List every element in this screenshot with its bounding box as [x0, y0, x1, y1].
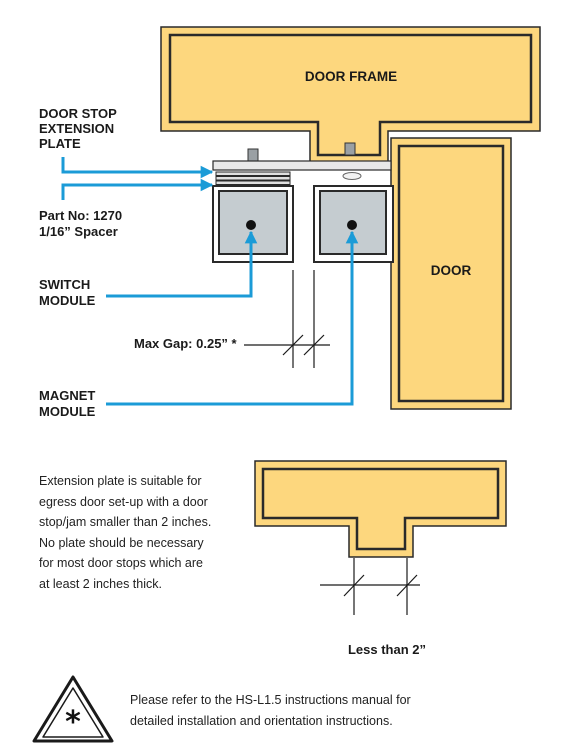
extension-plate: [212, 160, 392, 180]
door: DOOR: [390, 137, 512, 410]
magnet-module-callout: MAGNET MODULE: [39, 230, 359, 419]
spacer-label: Part No: 1270 1/16” Spacer: [39, 208, 126, 239]
description-text: Extension plate is suitable for egress d…: [39, 474, 212, 591]
svg-text:*: *: [65, 705, 81, 740]
switch-module-label: SWITCH MODULE: [39, 277, 96, 308]
instructions-note: Please refer to the HS-L1.5 instructions…: [130, 693, 411, 728]
switch-module-callout: SWITCH MODULE: [39, 230, 258, 308]
max-gap-label: Max Gap: 0.25” *: [134, 336, 238, 351]
spacer-plates: [215, 171, 291, 185]
door-label: DOOR: [431, 263, 472, 278]
asterisk-warning-icon: *: [32, 675, 114, 743]
small-door-frame: [254, 460, 507, 558]
switch-module: [212, 185, 294, 263]
spacer-callout: Part No: 1270 1/16” Spacer: [39, 178, 214, 239]
less-than-label: Less than 2”: [348, 642, 426, 657]
magnet-module-label: MAGNET MODULE: [39, 388, 99, 419]
screw-left: [247, 148, 259, 162]
door-frame-label: DOOR FRAME: [305, 69, 397, 84]
less-than-dimension: Less than 2”: [320, 558, 426, 657]
screw-right: [344, 142, 356, 156]
stop-plate-label: DOOR STOP EXTENSION PLATE: [39, 106, 120, 151]
stop-plate-callout: DOOR STOP EXTENSION PLATE: [39, 106, 214, 179]
max-gap-dimension: Max Gap: 0.25” *: [134, 270, 330, 368]
